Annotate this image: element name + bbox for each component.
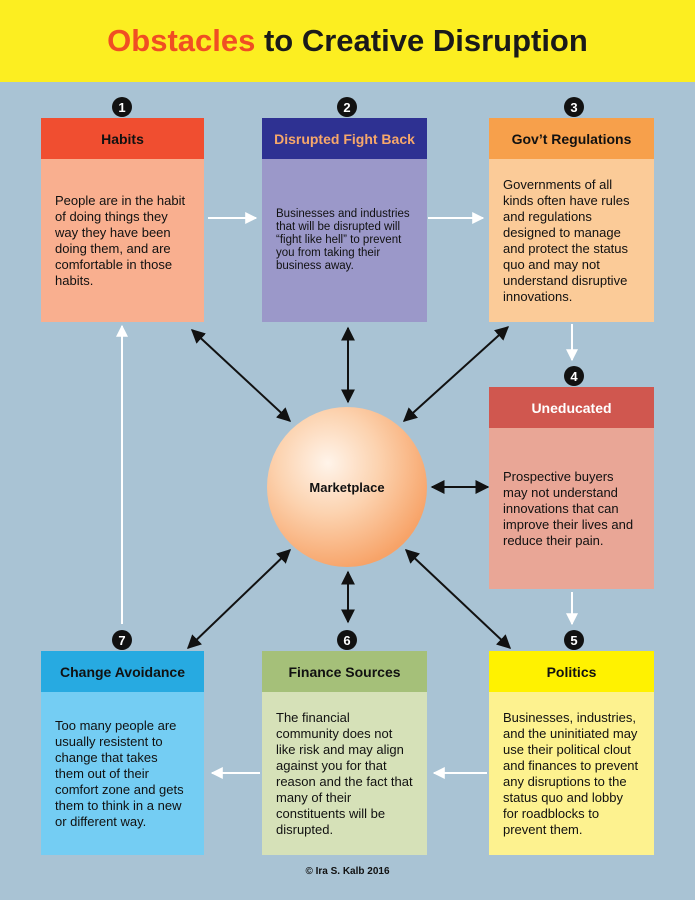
market-arrow-3	[402, 326, 510, 422]
step-number-4: 4	[564, 366, 584, 386]
copyright-credit: © Ira S. Kalb 2016	[305, 866, 390, 877]
marketplace-label: Marketplace	[309, 479, 385, 495]
box-header: Gov’t Regulations	[489, 118, 654, 159]
step-number-3: 3	[564, 97, 584, 117]
box-body: People are in the habit of doing things …	[55, 192, 186, 288]
box-body: Businesses, industries, and the uninitia…	[503, 709, 639, 837]
title-bar: Obstacles to Creative Disruption	[0, 0, 695, 82]
box-header: Disrupted Fight Back	[262, 118, 427, 159]
market-arrow-1	[190, 329, 292, 422]
step-number-1: 1	[112, 97, 132, 117]
title-highlight: Obstacles	[107, 23, 256, 58]
step-number-7: 7	[112, 630, 132, 650]
page-title: Obstacles to Creative Disruption	[107, 23, 588, 59]
box-politics: Politics Businesses, industries, and the…	[489, 651, 654, 855]
title-rest: to Creative Disruption	[255, 23, 588, 58]
box-habits: Habits People are in the habit of doing …	[41, 118, 204, 322]
box-govt-regulations: Gov’t Regulations Governments of all kin…	[489, 118, 654, 322]
box-header: Change Avoidance	[41, 651, 204, 692]
box-header: Politics	[489, 651, 654, 692]
flow-arrows	[116, 212, 578, 779]
box-disrupted-fight-back: Disrupted Fight Back Businesses and indu…	[262, 118, 427, 322]
step-number-6: 6	[337, 630, 357, 650]
box-header: Uneducated	[489, 387, 654, 428]
box-body: The financial community does not like ri…	[276, 709, 413, 837]
marketplace-arrows	[186, 326, 512, 649]
box-uneducated: Uneducated Prospective buyers may not un…	[489, 387, 654, 589]
market-arrow-7	[186, 549, 292, 649]
box-body: Governments of all kinds often have rule…	[503, 176, 630, 304]
marketplace-circle: Marketplace	[267, 407, 427, 567]
box-change-avoidance: Change Avoidance Too many people are usu…	[41, 651, 204, 855]
box-finance-sources: Finance Sources The financial community …	[262, 651, 427, 855]
box-body: Too many people are usually resistent to…	[55, 717, 184, 829]
box-body: Prospective buyers may not understand in…	[503, 468, 634, 548]
step-number-5: 5	[564, 630, 584, 650]
step-number-2: 2	[337, 97, 357, 117]
box-body: Businesses and industries that will be d…	[276, 208, 410, 272]
box-header: Finance Sources	[262, 651, 427, 692]
box-header: Habits	[41, 118, 204, 159]
market-arrow-5	[404, 549, 512, 649]
